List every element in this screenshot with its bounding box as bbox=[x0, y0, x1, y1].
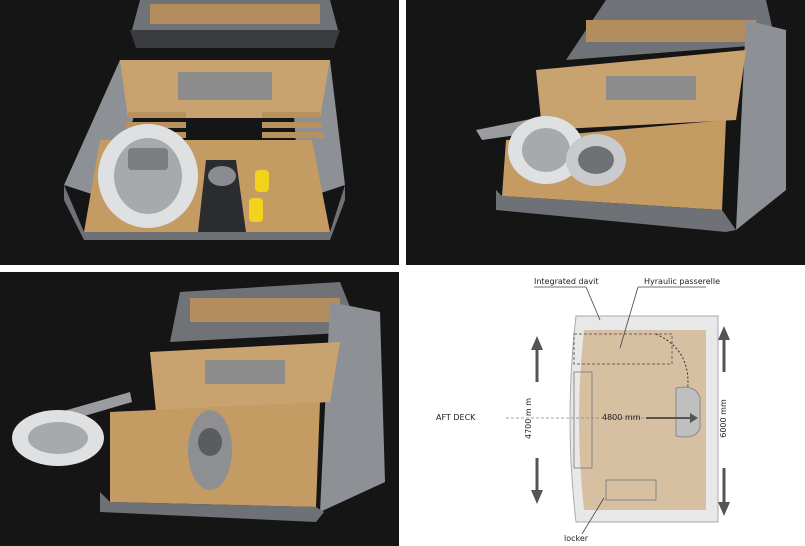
photo-aft-deck-toys bbox=[0, 0, 399, 265]
width-dimension-label: 6000 mm bbox=[718, 399, 728, 438]
length-dimension-label: 4800 mm bbox=[602, 413, 641, 422]
yacht-render-3 bbox=[0, 272, 399, 546]
hydraulic-passerelle-label: Hyraulic passerelle bbox=[644, 277, 721, 286]
photo-tender-launching bbox=[406, 0, 805, 265]
depth-dimension-label: 4700 m m bbox=[524, 397, 534, 440]
photo-tender-deployed bbox=[0, 272, 399, 546]
locker-label: locker bbox=[564, 534, 589, 543]
aft-deck-plan: Integrated davit Hyraulic passerelle AFT… bbox=[406, 272, 805, 546]
deck-plan-drawing bbox=[406, 272, 805, 546]
integrated-davit-label: Integrated davit bbox=[534, 277, 599, 286]
aft-deck-label: AFT DECK bbox=[436, 413, 476, 422]
yacht-render-2 bbox=[406, 0, 805, 265]
yacht-render-1 bbox=[0, 0, 399, 265]
